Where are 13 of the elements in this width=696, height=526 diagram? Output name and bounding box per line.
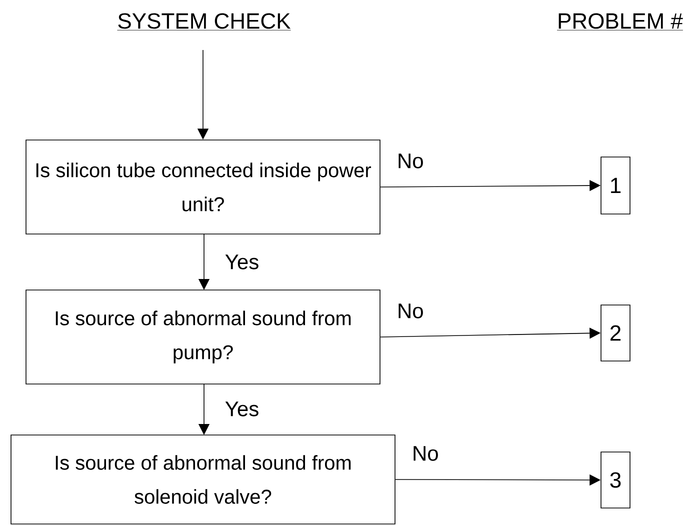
question-box: Is silicon tube connected inside power unit?: [26, 140, 380, 234]
edge-label: No: [414, 446, 438, 461]
edge-label: No: [398, 154, 423, 168]
problem-number-box: 3: [600, 452, 630, 508]
edge-label: Yes: [225, 254, 258, 270]
problem-number-box: 2: [600, 304, 630, 362]
edge-label: Yes: [225, 402, 258, 416]
edge-label: No: [398, 304, 423, 318]
column-heading: SYSTEM CHECK: [117, 13, 291, 30]
column-heading: PROBLEM #: [556, 13, 684, 30]
question-box: Is source of abnormal sound from pump?: [26, 290, 380, 384]
problem-number-box: 1: [600, 156, 630, 214]
question-box: Is source of abnormal sound from solenoid valve?: [10, 434, 396, 524]
